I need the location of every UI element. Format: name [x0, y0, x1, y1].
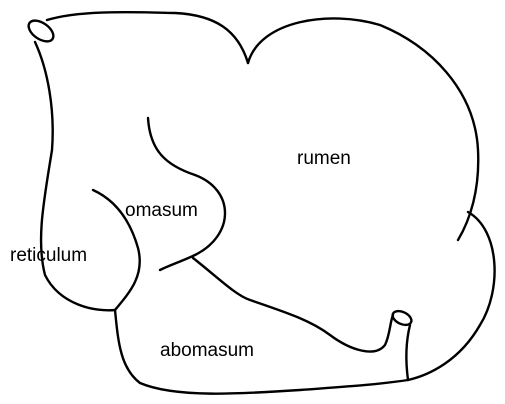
label-omasum: omasum [125, 201, 198, 220]
label-reticulum: reticulum [10, 246, 87, 265]
abomasum-upper-edge [193, 258, 393, 352]
rumen-outline [248, 18, 478, 240]
label-rumen: rumen [297, 149, 351, 168]
reticulum-left-wall [35, 42, 115, 310]
label-abomasum: abomasum [160, 341, 254, 360]
omasum-outline [148, 118, 225, 270]
rumen-posterior-lobe [408, 212, 495, 380]
esophagus-opening [25, 16, 57, 45]
pylorus-tube [406, 325, 410, 380]
esophagus-tube [47, 12, 248, 63]
